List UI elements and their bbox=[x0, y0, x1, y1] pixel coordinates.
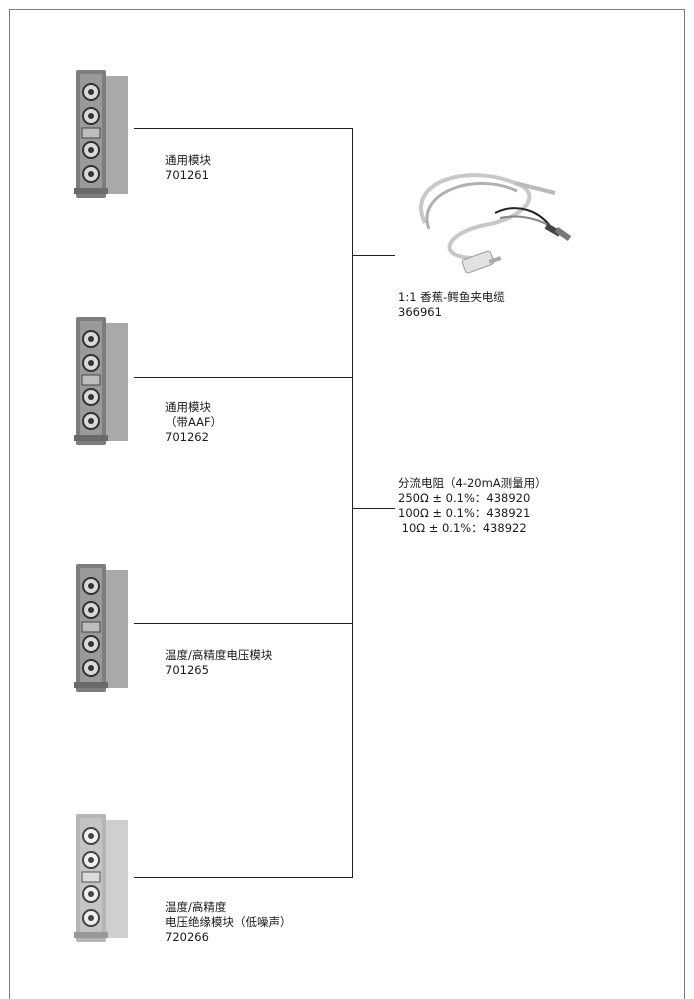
module-label-4: 温度/高精度 电压绝缘模块（低噪声） 720266 bbox=[165, 900, 292, 945]
shunt-item: 100Ω ± 0.1%：438921 bbox=[398, 506, 531, 520]
connector-line-module-4 bbox=[134, 877, 353, 878]
module-name-line: 通用模块 bbox=[165, 153, 211, 167]
module-name-line: （带AAF） bbox=[165, 415, 223, 429]
shunt-title: 分流电阻（4-20mA测量用） bbox=[398, 476, 547, 490]
module-part-number: 720266 bbox=[165, 930, 209, 944]
shunt-item: 10Ω ± 0.1%：438922 bbox=[398, 521, 527, 535]
cable-name: 1:1 香蕉-鳄鱼夹电缆 bbox=[398, 290, 505, 304]
page-frame bbox=[9, 9, 685, 999]
module-image-701261 bbox=[74, 70, 128, 198]
module-image-701262 bbox=[74, 317, 128, 445]
connector-line-shunt bbox=[352, 508, 395, 509]
module-label-2: 通用模块 （带AAF） 701262 bbox=[165, 400, 222, 445]
connector-line-module-3 bbox=[134, 623, 353, 624]
module-name-line: 温度/高精度电压模块 bbox=[165, 648, 273, 662]
module-label-1: 通用模块 701261 bbox=[165, 153, 211, 183]
shunt-resistor-label: 分流电阻（4-20mA测量用） 250Ω ± 0.1%：438920 100Ω … bbox=[398, 476, 547, 536]
module-image-720266 bbox=[74, 814, 128, 942]
module-part-number: 701262 bbox=[165, 430, 209, 444]
module-name-line: 通用模块 bbox=[165, 400, 211, 414]
module-name-line: 电压绝缘模块（低噪声） bbox=[165, 915, 292, 929]
shunt-item: 250Ω ± 0.1%：438920 bbox=[398, 491, 531, 505]
module-image-701265 bbox=[74, 564, 128, 692]
cable-label: 1:1 香蕉-鳄鱼夹电缆 366961 bbox=[398, 290, 505, 320]
connector-line-cable bbox=[352, 255, 395, 256]
module-label-3: 温度/高精度电压模块 701265 bbox=[165, 648, 272, 678]
connector-trunk-line bbox=[352, 128, 353, 878]
connector-line-module-1 bbox=[134, 128, 353, 129]
module-name-line: 温度/高精度 bbox=[165, 900, 227, 914]
banana-alligator-cable-image bbox=[419, 173, 572, 274]
module-part-number: 701265 bbox=[165, 663, 209, 677]
cable-part-number: 366961 bbox=[398, 305, 442, 319]
connector-line-module-2 bbox=[134, 377, 353, 378]
module-part-number: 701261 bbox=[165, 168, 209, 182]
